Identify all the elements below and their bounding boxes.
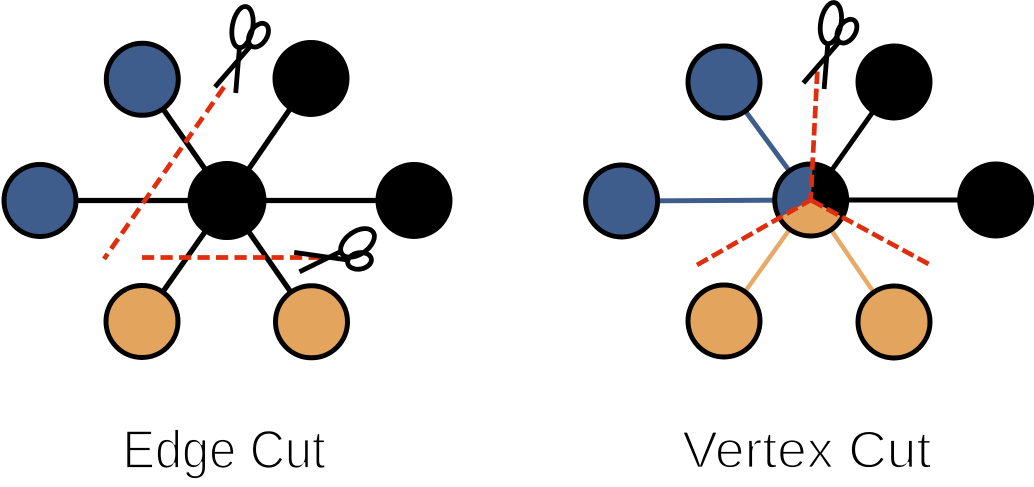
svg-text:Vertex Cut: Vertex Cut — [682, 422, 932, 480]
svg-text:Edge Cut: Edge Cut — [123, 421, 326, 480]
